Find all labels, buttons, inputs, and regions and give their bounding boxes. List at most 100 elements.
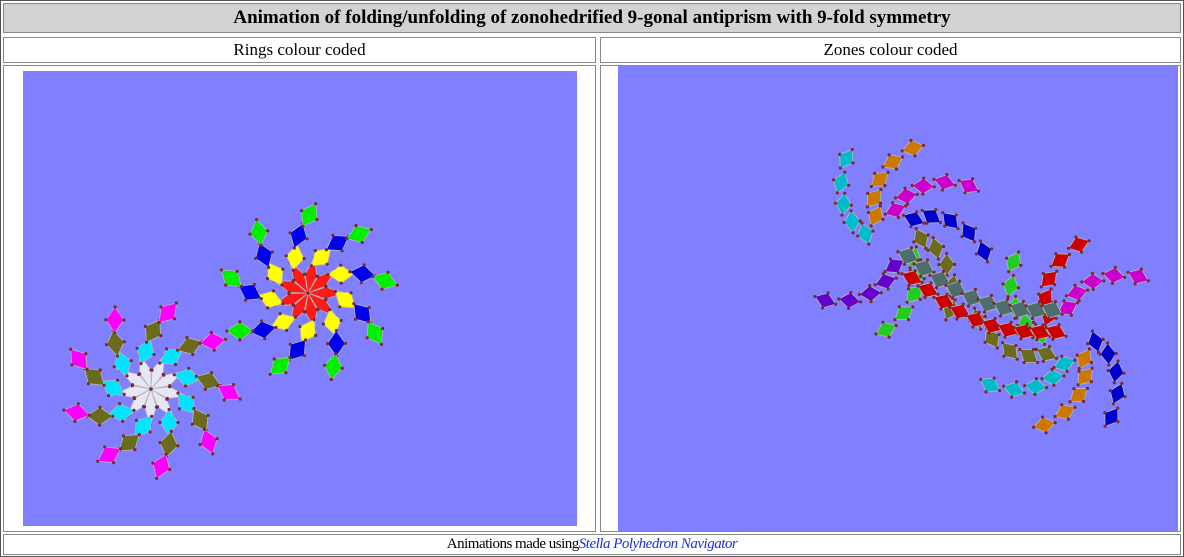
zone-face: [1002, 381, 1026, 398]
vertex-dot: [893, 318, 897, 322]
vertex-dot: [881, 217, 885, 221]
vertex-dot: [132, 396, 136, 400]
vertex-dot: [1034, 377, 1038, 381]
vertex-dot: [1113, 265, 1117, 270]
vertex-dot: [1045, 386, 1049, 390]
vertex-dot: [849, 209, 853, 213]
vertex-dot: [263, 337, 267, 341]
vertex-dot: [85, 367, 89, 371]
vertex-dot: [893, 196, 898, 200]
ring-face: [199, 332, 227, 351]
vertex-dot: [154, 405, 159, 409]
ring-face: [334, 291, 357, 309]
vertex-dot: [813, 294, 817, 299]
vertex-dot: [850, 147, 854, 152]
vertex-dot: [280, 283, 284, 287]
vertex-dot: [268, 372, 272, 376]
vertex-dot: [1103, 424, 1107, 428]
zones-animation-frame[interactable]: [618, 66, 1178, 531]
vertex-dot: [926, 233, 930, 237]
vertex-dot: [1096, 350, 1100, 354]
vertex-dot: [324, 298, 328, 302]
vertex-dot: [1090, 366, 1094, 370]
rings-animation-frame[interactable]: [23, 71, 577, 526]
vertex-dot: [73, 419, 77, 423]
zone-face: [927, 236, 945, 260]
vertex-dot: [953, 183, 957, 187]
vertex-dot: [1008, 303, 1012, 307]
vertex-dot: [925, 258, 930, 262]
vertex-dot: [339, 263, 343, 267]
zone-face: [1069, 387, 1089, 403]
vertex-dot: [150, 368, 154, 372]
vertex-dot: [285, 328, 289, 332]
vertex-dot: [1106, 368, 1110, 373]
vertex-dot: [360, 240, 364, 245]
vertex-dot: [1049, 287, 1053, 291]
vertex-dot: [859, 300, 863, 304]
zone-face: [884, 258, 905, 274]
vertex-dot: [866, 191, 870, 195]
ring-face: [177, 392, 196, 414]
vertex-dot: [904, 204, 908, 208]
vertex-dot: [932, 295, 936, 299]
vertex-dot: [298, 325, 302, 329]
vertex-dot: [849, 290, 853, 295]
vertex-dot: [869, 224, 873, 228]
vertex-dot: [1123, 395, 1127, 399]
vertex-dot: [940, 188, 945, 192]
vertex-dot: [172, 373, 176, 377]
vertex-dot: [288, 355, 292, 359]
zone-face: [911, 177, 935, 195]
vertex-dot: [1103, 411, 1107, 415]
vertex-dot: [328, 307, 332, 312]
vertex-dot: [104, 343, 109, 347]
vertex-dot: [1004, 256, 1009, 260]
vertex-dot: [879, 187, 883, 192]
vertex-dot: [881, 165, 885, 169]
vertex-dot: [1053, 283, 1057, 287]
vertex-dot: [1052, 365, 1056, 370]
vertex-dot: [1126, 270, 1130, 274]
vertex-dot: [134, 418, 138, 422]
vertex-dot: [922, 277, 926, 281]
vertex-dot: [908, 266, 912, 270]
vertex-dot: [267, 265, 271, 269]
zone-face: [1041, 368, 1065, 386]
vertex-dot: [1009, 320, 1013, 324]
vertex-dot: [867, 242, 871, 246]
vertex-dot: [1116, 359, 1120, 363]
vertex-dot: [1039, 285, 1043, 289]
vertex-dot: [993, 316, 997, 320]
vertex-dot: [1034, 347, 1038, 352]
vertex-dot: [937, 263, 941, 267]
vertex-dot: [106, 394, 111, 398]
vertex-dot: [865, 205, 869, 209]
stella-link[interactable]: Stella Polyhedron Navigator: [578, 536, 738, 552]
vertex-dot: [379, 342, 384, 346]
zone-face: [975, 240, 993, 263]
vertex-dot: [922, 176, 926, 180]
vertex-dot: [941, 211, 945, 215]
vertex-dot: [1101, 271, 1105, 276]
vertex-dot: [98, 405, 102, 409]
vertex-dot: [909, 225, 913, 229]
zone-face: [1107, 360, 1125, 384]
vertex-dot: [998, 389, 1002, 393]
vertex-dot: [371, 274, 375, 278]
vertex-dot: [915, 210, 919, 214]
vertex-dot: [998, 314, 1003, 318]
vertex-dot: [104, 318, 108, 322]
vertex-dot: [116, 378, 120, 382]
vertex-dot: [1023, 383, 1027, 388]
vertex-dot: [254, 218, 259, 222]
vertex-dot: [1048, 344, 1052, 349]
vertex-dot: [912, 240, 916, 244]
vertex-dot: [235, 269, 239, 273]
vertex-dot: [291, 268, 295, 272]
vertex-dot: [302, 354, 306, 358]
vertex-dot: [1068, 400, 1072, 404]
zone-face: [866, 188, 882, 208]
vertex-dot: [192, 406, 196, 411]
vertex-dot: [291, 303, 295, 307]
